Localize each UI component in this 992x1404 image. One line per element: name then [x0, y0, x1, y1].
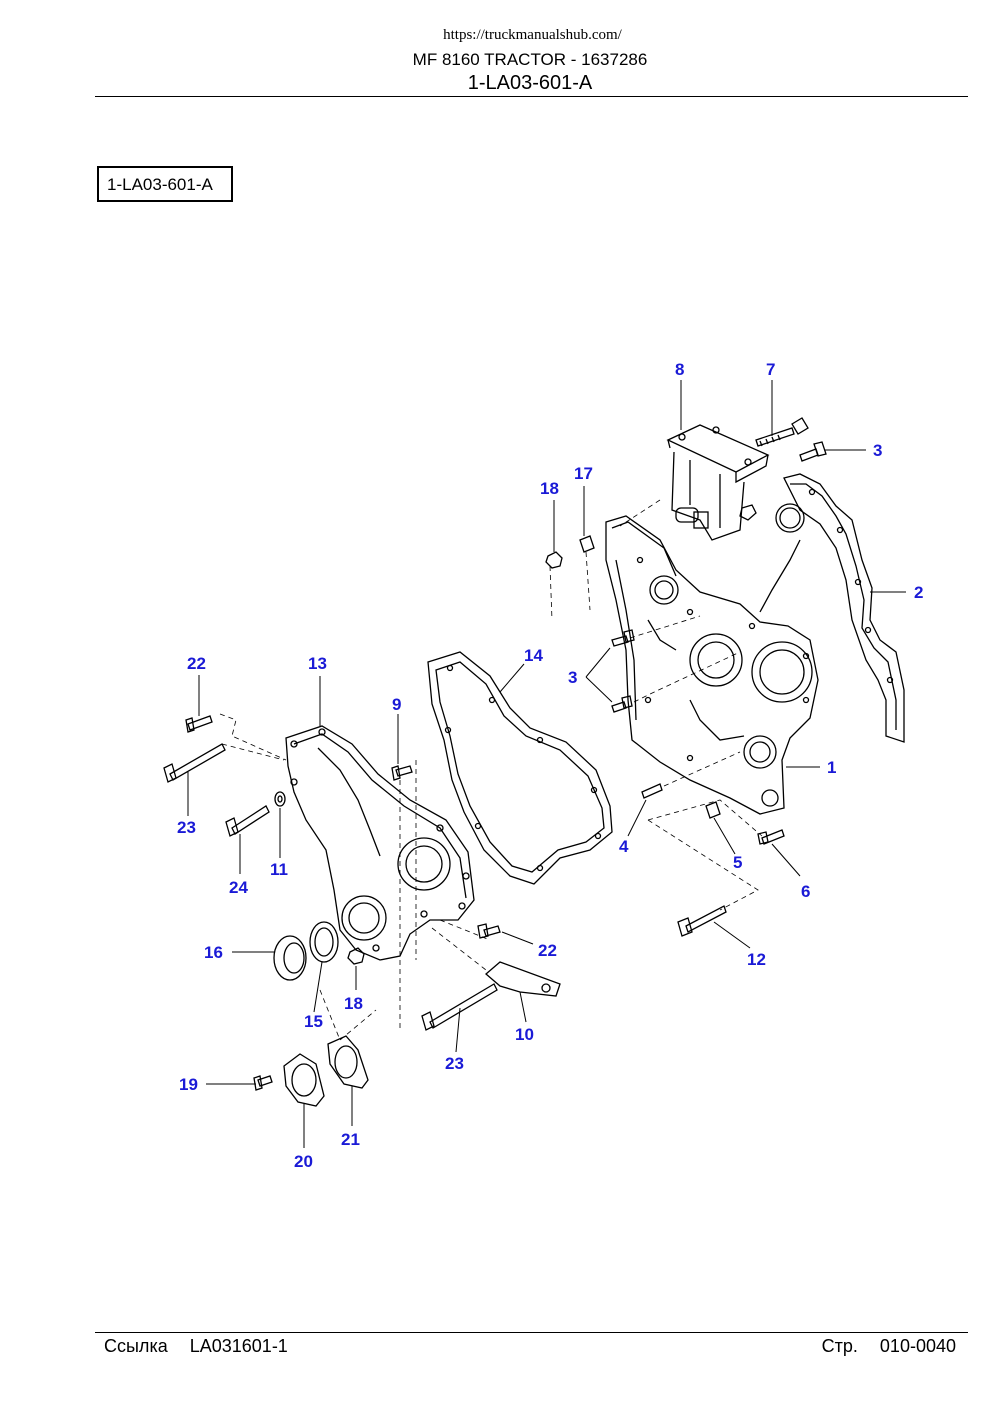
oil-seal-part-16	[273, 935, 307, 981]
callout-3-top: 3	[873, 441, 882, 460]
source-url: https://truckmanualshub.com/	[443, 27, 622, 43]
footer-ref-value: LA031601-1	[189, 1336, 288, 1356]
callout-23-left: 23	[177, 818, 196, 837]
header-divider	[95, 96, 968, 97]
footer-page-value: 010-0040	[879, 1336, 956, 1356]
callout-4: 4	[619, 837, 629, 856]
callout-22-lower: 22	[538, 941, 557, 960]
callout-15: 15	[304, 1012, 323, 1031]
callout-13: 13	[308, 654, 327, 673]
callout-19: 19	[179, 1075, 198, 1094]
nut-part-18-lower	[347, 947, 365, 965]
front-cover-part-13	[285, 725, 475, 961]
callout-23-lower: 23	[445, 1054, 464, 1073]
ring-part-15	[309, 921, 339, 963]
footer-ref-label: Ссылка	[104, 1336, 168, 1356]
washer-part-11	[274, 791, 286, 807]
bolt-part-23-left	[163, 743, 226, 783]
callout-8: 8	[675, 360, 684, 379]
gasket-part-21	[327, 1035, 369, 1089]
bolt-part-6	[757, 829, 785, 845]
callout-16: 16	[204, 943, 223, 962]
dowel-part-5	[705, 801, 721, 819]
callout-21: 21	[341, 1130, 360, 1149]
bolt-part-3-middle	[611, 629, 635, 713]
callout-14: 14	[524, 646, 543, 665]
callout-1: 1	[827, 758, 836, 777]
assembly-lines	[219, 499, 763, 1041]
bolt-part-19	[253, 1075, 273, 1091]
callout-12: 12	[747, 950, 766, 969]
plug-part-17	[579, 535, 595, 553]
footer-page-label: Стр.	[821, 1336, 858, 1356]
bolt-part-22-left	[185, 715, 213, 733]
bolt-part-12	[677, 905, 727, 937]
bolt-part-22-lower	[477, 923, 501, 939]
callout-5: 5	[733, 853, 742, 872]
callout-2: 2	[914, 583, 923, 602]
bolt-part-9	[391, 765, 413, 781]
bracket-part-8	[666, 424, 770, 541]
callout-10: 10	[515, 1025, 534, 1044]
footer-reference: Ссылка LA031601-1	[104, 1336, 310, 1357]
bracket-part-10	[485, 961, 561, 997]
footer-divider	[95, 1332, 968, 1333]
callout-22-left: 22	[187, 654, 206, 673]
document-subtitle: 1-LA03-601-A	[467, 72, 593, 94]
figure-label-box: 1-LA03-601-A	[97, 166, 233, 202]
callout-3-middle: 3	[568, 668, 577, 687]
callout-17: 17	[574, 464, 593, 483]
bolt-part-3-top	[799, 441, 827, 462]
nut-part-18-upper	[545, 551, 563, 569]
gasket-part-14	[427, 651, 613, 885]
callout-18-lower: 18	[344, 994, 363, 1013]
cover-plate-part-20	[283, 1053, 325, 1107]
callout-18-upper: 18	[540, 479, 559, 498]
document-title: MF 8160 TRACTOR - 1637286	[412, 50, 648, 69]
callout-11: 11	[270, 860, 288, 879]
bolt-part-23-lower	[421, 983, 498, 1031]
bolt-part-24	[225, 805, 270, 837]
bolt-part-7	[755, 417, 809, 447]
footer-page: Стр. 010-0040	[800, 1336, 956, 1357]
callout-7: 7	[766, 360, 775, 379]
callout-20: 20	[294, 1152, 313, 1171]
callout-6: 6	[801, 882, 810, 901]
gasket-part-2	[759, 473, 905, 743]
callout-9: 9	[392, 695, 401, 714]
leader-lines	[187, 380, 906, 1148]
timing-housing-part-1	[605, 515, 819, 815]
stud-part-4	[641, 783, 663, 799]
callout-24: 24	[229, 878, 248, 897]
